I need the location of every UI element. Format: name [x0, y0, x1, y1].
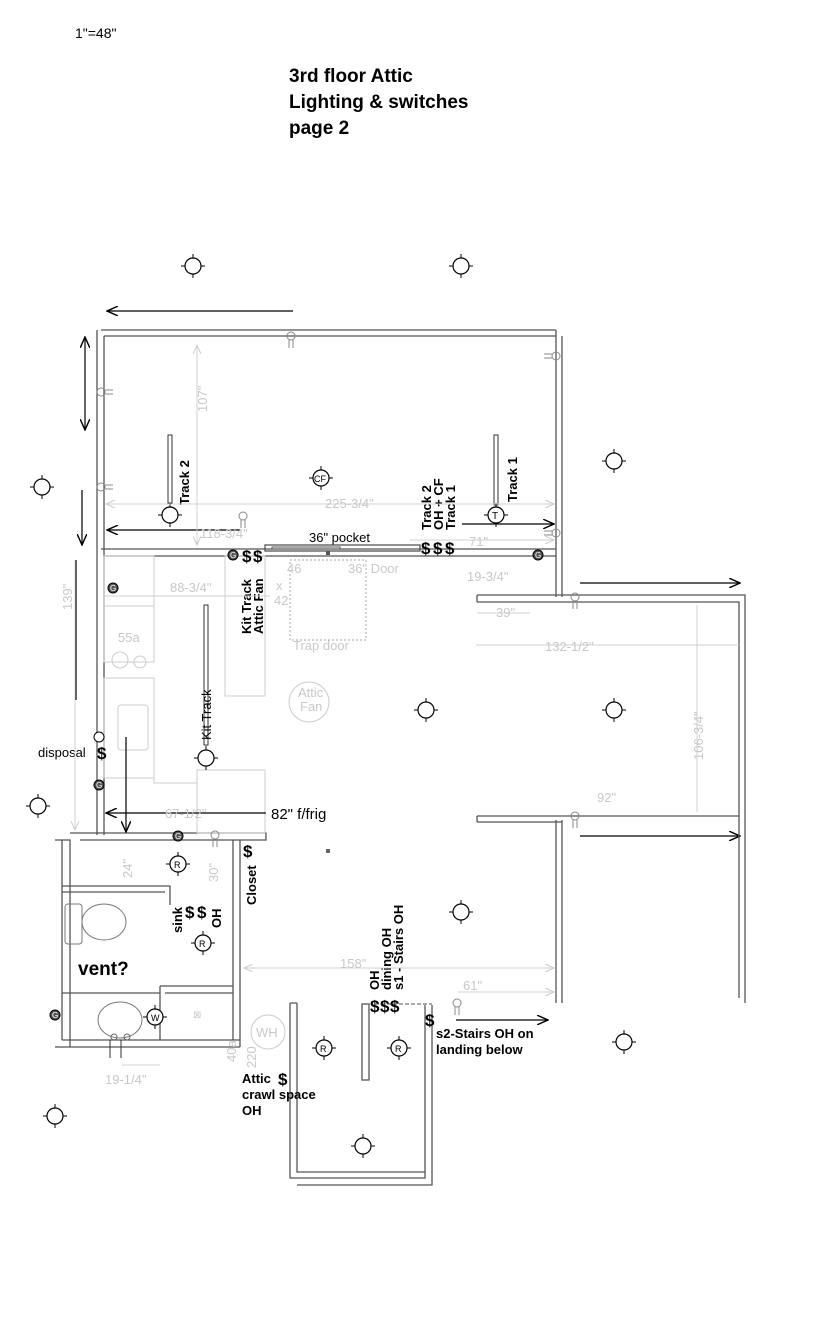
attic-fan-switch-label: Attic Fan: [251, 578, 266, 634]
switch-symbol: $: [445, 539, 455, 558]
outlets: [49, 331, 580, 1021]
dim-158: 158": [340, 956, 367, 971]
exterior-light-icon: [180, 253, 206, 279]
exterior-light-icon: [25, 793, 51, 819]
water-heater-label: WH: [256, 1025, 278, 1040]
dim-118: 118-3/4": [200, 526, 248, 541]
kitchen-layout: ⊠ Attic Fan WH: [64, 555, 367, 1058]
dim-139: 139": [60, 583, 75, 610]
ceiling-light-icon: [350, 1133, 376, 1159]
switch-symbol: $: [380, 997, 390, 1016]
room-220: 220: [244, 1046, 259, 1068]
switch-symbol: $: [421, 539, 431, 558]
exterior-light-icon: [611, 1029, 637, 1055]
track-1-bar: [493, 434, 499, 506]
recessed-label: R: [174, 860, 181, 870]
attic-fan-label: Fan: [300, 699, 322, 714]
ceiling-fan-label: CF: [314, 474, 326, 484]
walls: [55, 329, 746, 1186]
dim-92: 92": [597, 790, 616, 805]
ceiling-light-icon: [601, 697, 627, 723]
switch-symbol: $: [390, 997, 400, 1016]
attic-crawl-label-2: crawl space: [242, 1087, 316, 1102]
dim-x: x: [276, 578, 283, 593]
switch-symbol: $: [425, 1011, 435, 1030]
door-label: 36" Door: [348, 561, 400, 576]
room-40a: 40a: [224, 1040, 239, 1062]
disposal-label: disposal: [38, 745, 86, 760]
switch-symbol: $: [185, 903, 195, 922]
sink-label: sink: [170, 906, 185, 933]
exterior-light-icon: [42, 1103, 68, 1129]
switch-symbol: $: [197, 903, 207, 922]
dim-225: 225-3/4": [325, 496, 374, 511]
switch-label-track1: Track 1: [443, 485, 458, 530]
attic-crawl-label-1: Attic: [242, 1071, 271, 1086]
recessed-label: R: [199, 939, 206, 949]
kit-track-bar: [203, 604, 209, 746]
dim-107: 107": [195, 385, 210, 412]
dim-24: 24": [120, 859, 135, 878]
track-2-bar: [167, 434, 173, 504]
kit-track-switch-label: Kit Track: [239, 578, 254, 634]
track-1-label: Track 1: [505, 457, 520, 502]
dining-oh-label: dining OH: [379, 928, 394, 990]
dim-61: 61": [463, 978, 482, 993]
trap-door-label: Trap door: [293, 638, 350, 653]
ceiling-light-icon: [448, 899, 474, 925]
dim-67: 67-1/2": [165, 806, 207, 821]
room-55a: 55a: [118, 630, 140, 645]
vent-label: vent?: [78, 959, 129, 980]
dim-46: 46: [287, 561, 301, 576]
switch-symbol: $: [253, 547, 263, 566]
frig-label: 82" f/frig: [271, 806, 326, 823]
dim-106: 106-3/4": [691, 711, 706, 760]
recessed-label: R: [320, 1044, 327, 1054]
track-light-icon: [193, 745, 219, 771]
dimension-lines: [75, 345, 739, 1066]
dim-39: 39": [496, 605, 515, 620]
switch-symbol: $: [433, 539, 443, 558]
attic-fan-label: Attic: [298, 685, 324, 700]
track-fixture-label: T: [492, 511, 498, 522]
dim-42: 42: [274, 593, 288, 608]
kit-track-label: Kit Track: [199, 689, 214, 740]
recessed-label: R: [395, 1044, 402, 1054]
switch-symbol: $: [278, 1070, 288, 1089]
ceiling-light-icon: [413, 697, 439, 723]
dim-30: 30": [206, 863, 221, 882]
wall-light-label: W: [151, 1013, 160, 1023]
title-line-1: 3rd floor Attic: [289, 66, 413, 87]
dim-88: 88-3/4": [170, 580, 212, 595]
dim-19-34: 19-3/4": [467, 569, 509, 584]
s2-label-line1: s2-Stairs OH on: [436, 1026, 534, 1041]
switch-symbol: $: [243, 842, 253, 861]
s2-label-line2: landing below: [436, 1042, 524, 1057]
dim-132: 132-1/2": [545, 639, 594, 654]
dim-71: 71": [469, 534, 488, 549]
switch-symbol: $: [370, 997, 380, 1016]
closet-label: Closet: [244, 865, 259, 905]
oh-label: OH: [209, 909, 224, 929]
exterior-light-icon: [29, 474, 55, 500]
s1-stairs-label: s1 - Stairs OH: [391, 905, 406, 990]
title-line-2: Lighting & switches: [289, 92, 468, 113]
title-line-3: page 2: [289, 118, 349, 139]
switch-symbol: $: [97, 744, 107, 763]
exterior-light-icon: [448, 253, 474, 279]
attic-crawl-label-3: OH: [242, 1103, 262, 1118]
dim-19-14: 19-1/4": [105, 1072, 147, 1087]
scale-label: 1"=48": [75, 25, 117, 41]
exterior-light-icon: [601, 448, 627, 474]
track-2-label: Track 2: [177, 460, 192, 505]
svg-text:⊠: ⊠: [193, 1010, 201, 1021]
switch-symbol: $: [242, 547, 252, 566]
pocket-door-label: 36" pocket: [309, 530, 370, 545]
track-light-icon: [157, 502, 183, 528]
stairs-oh-label: OH: [367, 971, 382, 991]
